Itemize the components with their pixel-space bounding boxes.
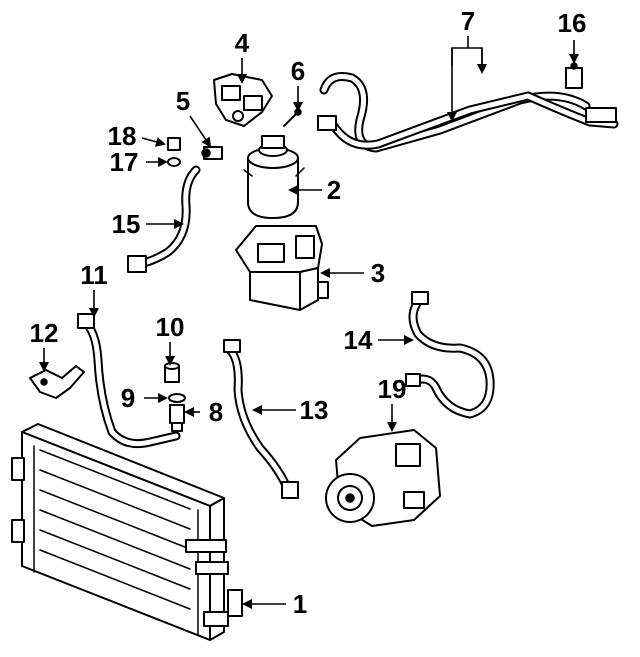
callout-1: 1: [293, 589, 307, 619]
hose-11-part: [77, 313, 181, 449]
callout-16: 16: [558, 8, 587, 38]
callout-12: 12: [30, 318, 59, 348]
valve-cap-10-part: [164, 362, 180, 383]
evaporator-case-part: [235, 225, 329, 311]
accumulator-part: [243, 135, 305, 219]
callout-2: 2: [327, 175, 341, 205]
callout-labels: 1 2 3 4 5 6 7 8 9 10 11 12 13 14 15 16 1…: [30, 6, 587, 619]
compressor-part: [325, 429, 441, 527]
screw-6-part: [283, 108, 302, 127]
callout-18: 18: [108, 121, 137, 151]
callout-13: 13: [300, 395, 329, 425]
bracket-12-part: [29, 365, 85, 399]
callout-14: 14: [344, 325, 373, 355]
callout-15: 15: [112, 209, 141, 239]
hose-15-part: [127, 165, 201, 273]
leader-lines: [39, 36, 579, 609]
valve-assembly-part: [213, 73, 273, 127]
switch-8-part: [169, 404, 185, 432]
callout-3: 3: [371, 258, 385, 288]
callout-19: 19: [378, 374, 407, 404]
callout-11: 11: [80, 260, 108, 290]
callout-8: 8: [209, 397, 223, 427]
callout-5: 5: [176, 86, 190, 116]
condenser-part: [11, 423, 243, 641]
callout-10: 10: [156, 312, 185, 342]
callout-4: 4: [235, 28, 250, 58]
callout-6: 6: [291, 56, 305, 86]
hose-13-part: [223, 339, 299, 499]
callout-9: 9: [121, 383, 135, 413]
sensor-16-part: [565, 62, 583, 89]
callout-17: 17: [110, 147, 139, 177]
fitting-5-part: [201, 146, 223, 160]
seal-17-part: [167, 157, 181, 167]
cap-18-part: [167, 137, 181, 151]
hose-assembly-7-part: [317, 72, 619, 153]
hose-14-part: [405, 291, 495, 419]
callout-7: 7: [461, 6, 475, 36]
o-ring-9-part: [168, 393, 186, 403]
